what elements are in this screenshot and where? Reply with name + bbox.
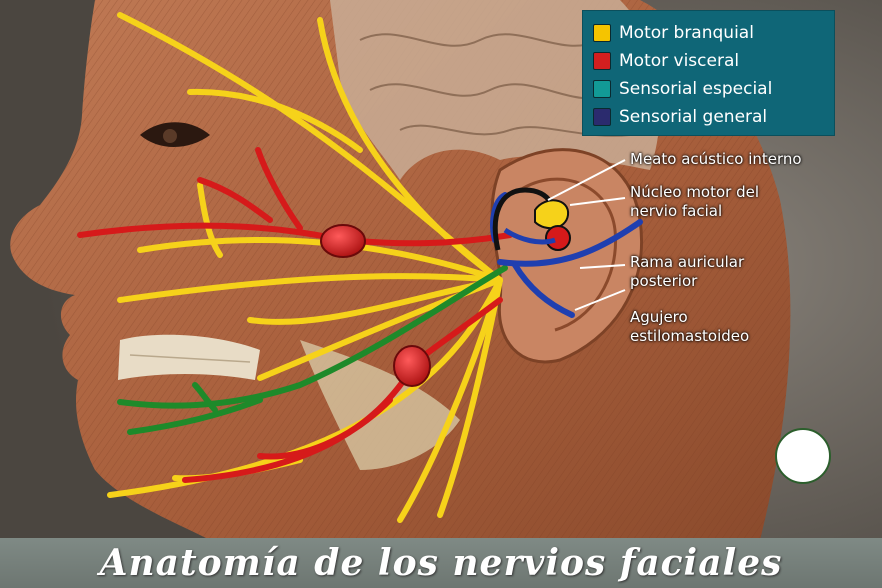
watermark-seal bbox=[775, 428, 831, 484]
callout-nucleo-line1: Núcleo motor del bbox=[630, 183, 760, 201]
legend-item-motor-visceral: Motor visceral bbox=[593, 47, 824, 75]
legend-swatch-yellow bbox=[593, 24, 611, 42]
legend-label: Sensorial general bbox=[619, 107, 768, 127]
legend-item-sensorial-especial: Sensorial especial bbox=[593, 75, 824, 103]
legend-swatch-navy bbox=[593, 108, 611, 126]
callout-rama-line2: posterior bbox=[630, 272, 698, 290]
legend-swatch-teal bbox=[593, 80, 611, 98]
callout-agujero-line2: estilomastoideo bbox=[630, 327, 750, 345]
callout-nucleo-line2: nervio facial bbox=[630, 202, 723, 220]
legend-item-motor-branquial: Motor branquial bbox=[593, 19, 824, 47]
legend-item-sensorial-general: Sensorial general bbox=[593, 103, 824, 131]
callout-meato: Meato acústico interno bbox=[630, 150, 802, 169]
callout-rama-line1: Rama auricular bbox=[630, 253, 745, 271]
leader-agujero bbox=[574, 289, 626, 311]
leader-meato bbox=[547, 159, 626, 201]
callout-leader-lines bbox=[547, 159, 626, 311]
legend-label: Sensorial especial bbox=[619, 79, 773, 99]
nerve-red-branches bbox=[77, 147, 513, 483]
skull-region bbox=[330, 0, 660, 180]
callout-rama: Rama auricular posterior bbox=[630, 253, 744, 291]
callout-agujero-line1: Agujero bbox=[630, 308, 688, 326]
legend-label: Motor visceral bbox=[619, 51, 740, 71]
ganglia bbox=[320, 224, 431, 387]
callout-agujero: Agujero estilomastoideo bbox=[630, 308, 749, 346]
legend-label: Motor branquial bbox=[619, 23, 754, 43]
leader-nucleo bbox=[569, 197, 626, 206]
callout-meato-text: Meato acústico interno bbox=[630, 150, 802, 168]
legend: Motor branquial Motor visceral Sensorial… bbox=[582, 10, 835, 136]
legend-swatch-red bbox=[593, 52, 611, 70]
facial-nucleus bbox=[492, 187, 571, 251]
callout-nucleo: Núcleo motor del nervio facial bbox=[630, 183, 759, 221]
leader-rama bbox=[579, 264, 626, 269]
title-bar: Anatomía de los nervios faciales bbox=[0, 538, 882, 588]
nerve-green-branches bbox=[117, 265, 508, 435]
eye bbox=[140, 122, 210, 148]
page-title: Anatomía de los nervios faciales bbox=[99, 542, 783, 584]
